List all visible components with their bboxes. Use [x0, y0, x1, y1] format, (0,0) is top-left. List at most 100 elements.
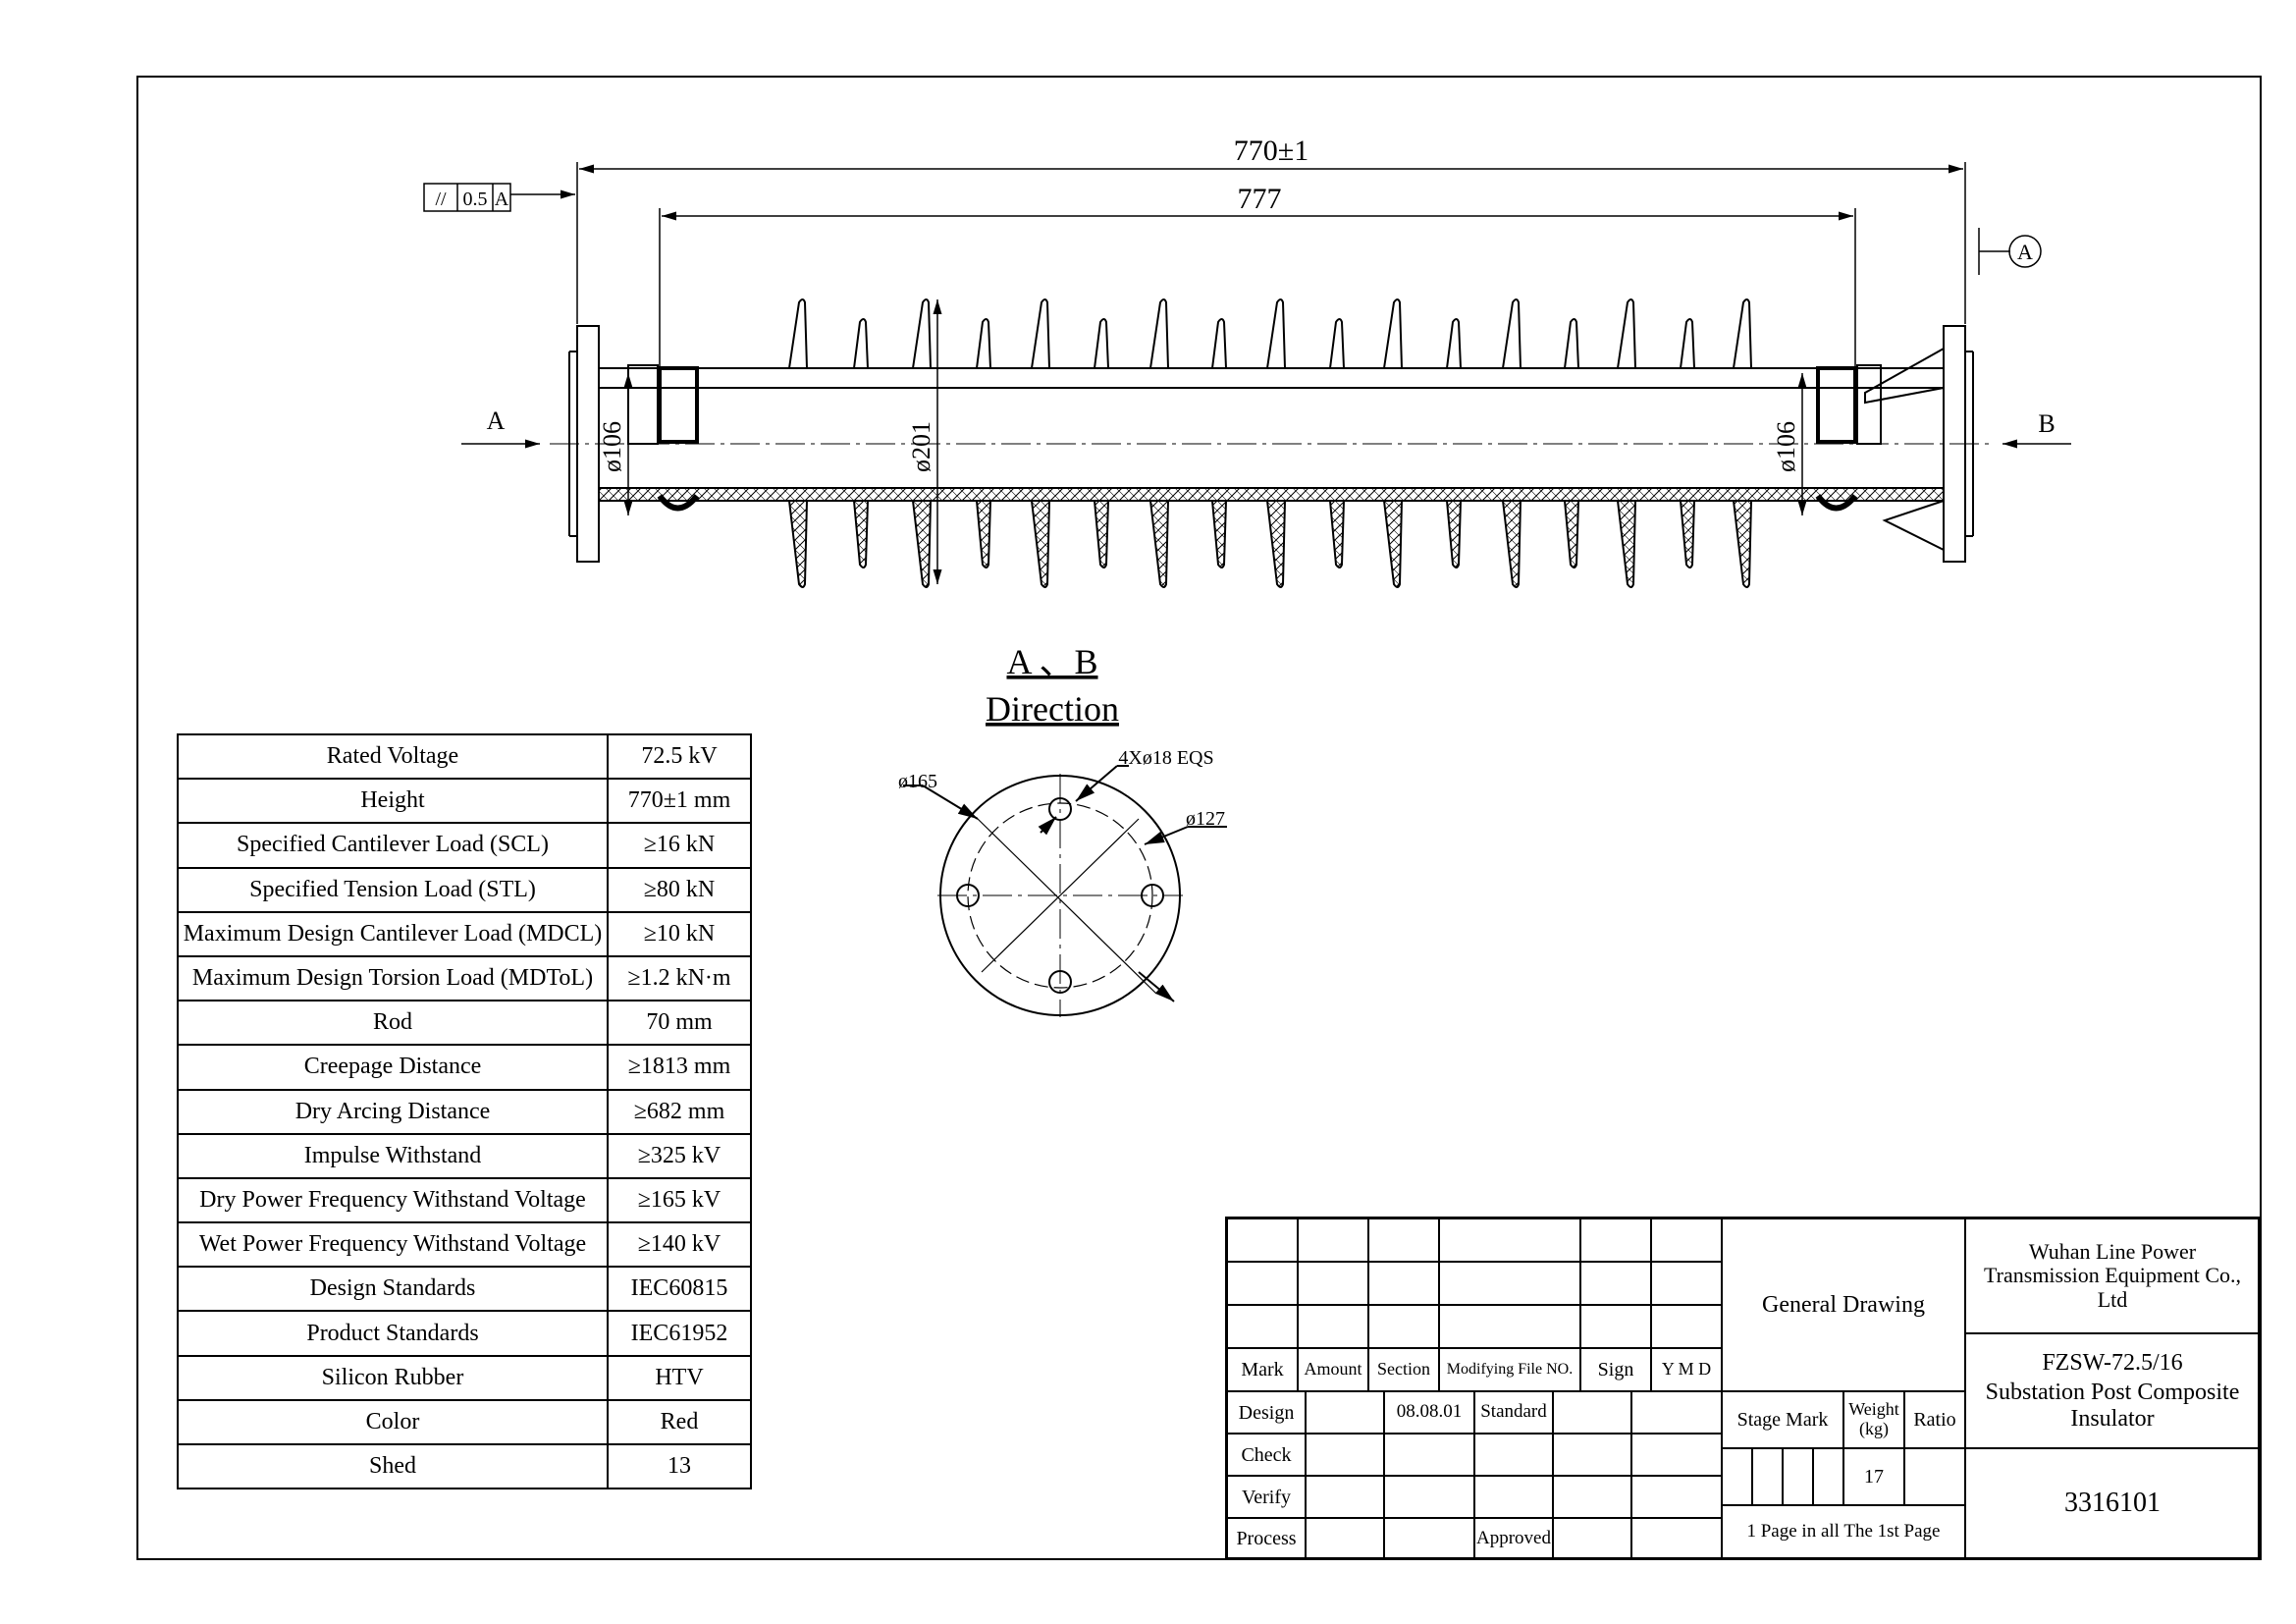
- shed-lower: [1266, 500, 1286, 588]
- spec-value: Red: [607, 1398, 752, 1446]
- design-label: Design: [1227, 1391, 1306, 1434]
- spec-param: Wet Power Frequency Withstand Voltage: [177, 1221, 609, 1269]
- spec-param: Creepage Distance: [177, 1044, 609, 1091]
- spec-value: ≥325 kV: [607, 1132, 752, 1179]
- stage-cell: [1813, 1448, 1843, 1505]
- shed-upper: [1094, 318, 1109, 369]
- spec-row: Creepage Distance≥1813 mm: [177, 1044, 752, 1091]
- spec-param: Specified Cantilever Load (SCL): [177, 822, 609, 869]
- shed-upper: [788, 298, 808, 369]
- rev-cell: [1439, 1218, 1580, 1262]
- spec-value: ≥140 kV: [607, 1221, 752, 1269]
- spec-value: ≥16 kN: [607, 822, 752, 869]
- spec-value: ≥1813 mm: [607, 1044, 752, 1091]
- spec-row: Maximum Design Torsion Load (MDToL)≥1.2 …: [177, 954, 752, 1002]
- standard-label: Standard: [1474, 1391, 1553, 1434]
- verify-label: Verify: [1227, 1476, 1306, 1518]
- verify-date: [1384, 1476, 1474, 1518]
- spec-value: IEC61952: [607, 1310, 752, 1357]
- shed-lower: [853, 500, 869, 568]
- ratio-label: Ratio: [1904, 1391, 1965, 1448]
- spec-param: Product Standards: [177, 1310, 609, 1357]
- rev-header-sign: Sign: [1580, 1348, 1651, 1391]
- shed-diameter: ø201: [907, 421, 935, 472]
- title-block: Mark Amount Section Modifying File NO. S…: [1225, 1217, 2260, 1559]
- drawing-number: 3316101: [1965, 1448, 2260, 1559]
- spec-param: Design Standards: [177, 1266, 609, 1313]
- spec-param: Dry Arcing Distance: [177, 1088, 609, 1135]
- shed-lower: [912, 500, 932, 588]
- blank-cell: [1553, 1434, 1631, 1476]
- page-count: 1 Page in all The 1st Page: [1722, 1505, 1965, 1559]
- spec-value: IEC60815: [607, 1266, 752, 1313]
- blank-cell: [1474, 1476, 1553, 1518]
- spec-row: Specified Cantilever Load (SCL)≥16 kN: [177, 822, 752, 869]
- spec-param: Maximum Design Cantilever Load (MDCL): [177, 910, 609, 957]
- check-label: Check: [1227, 1434, 1306, 1476]
- design-date: 08.08.01: [1384, 1391, 1474, 1434]
- spec-row: Maximum Design Cantilever Load (MDCL)≥10…: [177, 910, 752, 957]
- spec-value: 70 mm: [607, 1000, 752, 1047]
- spec-param: Rod: [177, 1000, 609, 1047]
- spec-param: Maximum Design Torsion Load (MDToL): [177, 954, 609, 1002]
- shed-upper: [1446, 318, 1462, 369]
- rev-cell: [1227, 1262, 1298, 1305]
- datum-label: A: [2017, 240, 2033, 264]
- rev-cell: [1439, 1262, 1580, 1305]
- spec-param: Rated Voltage: [177, 732, 609, 781]
- blank-cell: [1631, 1434, 1722, 1476]
- rev-cell: [1439, 1305, 1580, 1348]
- spec-row: Specified Tension Load (STL)≥80 kN: [177, 866, 752, 913]
- spec-row: Wet Power Frequency Withstand Voltage≥14…: [177, 1221, 752, 1269]
- shed-upper: [976, 318, 991, 369]
- shed-upper: [853, 318, 869, 369]
- rev-cell: [1651, 1305, 1722, 1348]
- rev-cell: [1651, 1262, 1722, 1305]
- shed-upper: [1329, 318, 1345, 369]
- shed-span-dimension: 777: [1238, 183, 1282, 215]
- rev-header-amount: Amount: [1298, 1348, 1368, 1391]
- view-arrow-b: B: [2038, 409, 2055, 438]
- holes-label: 4Xø18 EQS: [1118, 747, 1213, 769]
- spec-value: ≥1.2 kN·m: [607, 954, 752, 1002]
- shed-lower: [1211, 500, 1227, 568]
- shed-lower: [1094, 500, 1109, 568]
- tolerance-value: 0.5: [463, 189, 488, 210]
- shed-upper: [1266, 298, 1286, 369]
- rev-cell: [1368, 1218, 1439, 1262]
- standard-name: [1553, 1391, 1631, 1434]
- rev-cell: [1298, 1218, 1368, 1262]
- rev-header-mark: Mark: [1227, 1348, 1298, 1391]
- process-date: [1384, 1518, 1474, 1559]
- rev-cell: [1368, 1305, 1439, 1348]
- product-title: FZSW-72.5/16 Substation Post Composite I…: [1965, 1333, 2260, 1448]
- stage-cell: [1722, 1448, 1752, 1505]
- spec-value: ≥165 kV: [607, 1176, 752, 1224]
- sheds: [788, 298, 1752, 588]
- shed-lower: [1502, 500, 1522, 588]
- shed-lower: [1733, 500, 1752, 588]
- blank-cell: [1553, 1476, 1631, 1518]
- company-name: Wuhan Line Power Transmission Equipment …: [1965, 1218, 2260, 1333]
- tolerance-frame: [423, 183, 511, 212]
- left-flange-diameter: ø106: [598, 421, 626, 472]
- flange-end-view: [903, 765, 1227, 1017]
- spec-value: ≥682 mm: [607, 1088, 752, 1135]
- shed-upper: [1617, 298, 1636, 369]
- spec-value: 13: [607, 1442, 752, 1490]
- approved-label: Approved: [1474, 1518, 1553, 1559]
- spec-value: 72.5 kV: [607, 732, 752, 781]
- product-code: FZSW-72.5/16: [2042, 1349, 2183, 1376]
- check-date: [1384, 1434, 1474, 1476]
- verify-name: [1306, 1476, 1384, 1518]
- right-flange: [1943, 325, 1966, 563]
- spec-row: Dry Power Frequency Withstand Voltage≥16…: [177, 1176, 752, 1224]
- product-name: Substation Post Composite Insulator: [1985, 1380, 2240, 1432]
- blank-cell: [1631, 1476, 1722, 1518]
- spec-value: 770±1 mm: [607, 778, 752, 825]
- direction-title-line2: Direction: [986, 689, 1119, 729]
